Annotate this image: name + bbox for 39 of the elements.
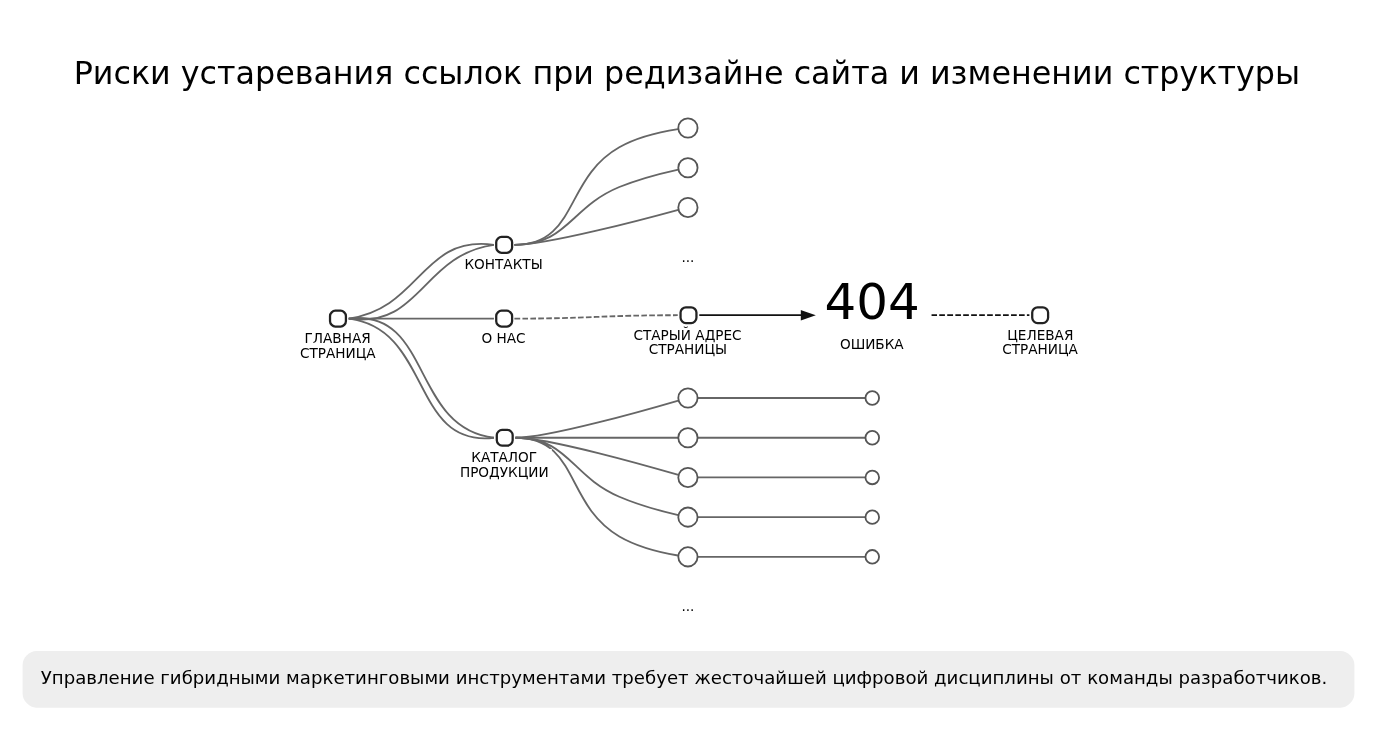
node-circle xyxy=(864,469,880,486)
node-circle xyxy=(864,430,880,446)
connector xyxy=(512,128,679,246)
node-circle xyxy=(676,506,698,528)
connector xyxy=(514,436,679,476)
node-circle xyxy=(676,157,698,179)
connector xyxy=(512,208,679,246)
node-circle xyxy=(676,427,698,449)
node-label: КОНТАКТЫ xyxy=(463,256,543,273)
node-label: СТАРЫЙ АДРЕС СТРАНИЦЫ xyxy=(632,326,742,358)
node-circle xyxy=(676,387,698,409)
connector xyxy=(512,314,679,320)
label: ... xyxy=(680,249,694,266)
caption: Управление гибридными маркетинговыми инструментами требует жесточайшей цифровой дисциплины от команды разработчиков. xyxy=(40,666,1327,688)
diagram-title: Риски устаревания ссылок при редизайне сайта и изменении структуры xyxy=(73,54,1300,91)
connector xyxy=(696,555,866,558)
connector xyxy=(696,516,866,519)
node-circle xyxy=(676,466,698,488)
connector xyxy=(696,397,866,399)
node-circle xyxy=(864,549,880,565)
connector xyxy=(514,436,679,517)
node-label: ГЛАВНАЯ СТРАНИЦА xyxy=(299,330,376,361)
connector xyxy=(512,168,679,246)
connector xyxy=(514,436,679,439)
node-text: 404 ОШИБКА xyxy=(824,272,920,352)
node-circle xyxy=(676,117,698,139)
connector xyxy=(930,314,1030,317)
connector xyxy=(514,436,679,557)
arrow xyxy=(697,309,816,321)
node-circle xyxy=(864,390,880,406)
node-label: О НАС xyxy=(480,330,526,347)
node-circle xyxy=(676,196,698,218)
connector xyxy=(696,476,866,479)
connector xyxy=(696,436,866,439)
label: ... xyxy=(680,598,694,615)
node-circle xyxy=(864,509,880,525)
node-label: ЦЕЛЕВАЯ СТРАНИЦА xyxy=(1001,326,1078,358)
connector xyxy=(514,399,679,439)
node-circle xyxy=(676,546,698,568)
